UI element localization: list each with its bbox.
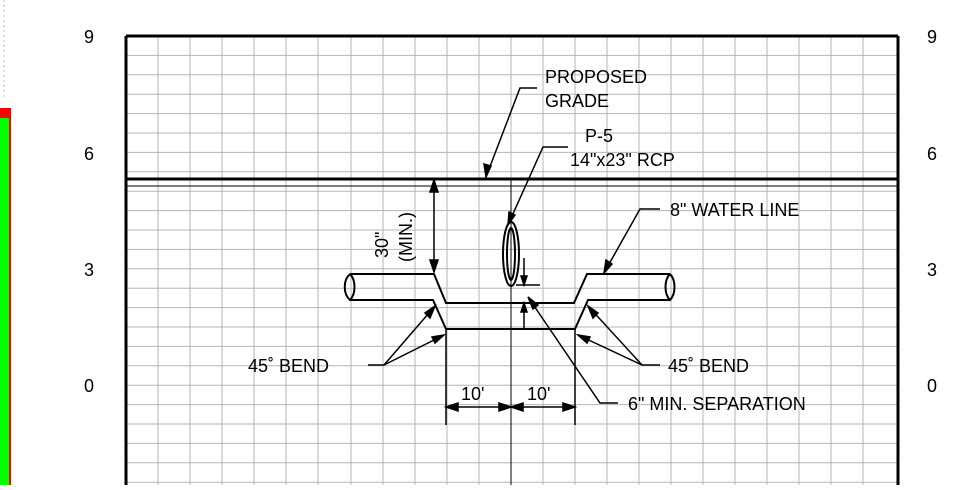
leader-p5 <box>507 146 568 226</box>
vdim-arrow-top <box>428 177 440 193</box>
axis-right: 9 6 3 0 <box>927 27 937 396</box>
label-vertical-dim: 30" <box>372 232 392 258</box>
proposed-grade-line <box>126 177 898 187</box>
label-separation: 6" MIN. SEPARATION <box>628 394 806 414</box>
leader-proposed-arrow <box>483 162 493 180</box>
label-proposed: PROPOSED <box>545 67 647 87</box>
pipe-break-left <box>343 273 356 302</box>
axis-right-label: 6 <box>927 144 937 164</box>
leader-bend-left-arrow-a <box>423 303 437 320</box>
grid <box>125 35 899 485</box>
pipe-top <box>350 273 670 304</box>
axis-right-label: 0 <box>927 376 937 396</box>
axis-left-label: 3 <box>84 260 94 280</box>
pipe-break-right <box>664 273 676 302</box>
leader-bend-right-arrow-b <box>575 333 592 345</box>
vertical-dimension <box>428 177 440 275</box>
leaders <box>368 87 660 404</box>
label-pipe-size: 14"x23" RCP <box>570 150 675 170</box>
label-dim-right: 10' <box>527 384 550 404</box>
label-grade: GRADE <box>545 91 609 111</box>
axis-left-label: 6 <box>84 144 94 164</box>
label-pipe-id: P-5 <box>585 126 613 146</box>
axis-right-label: 9 <box>927 27 937 47</box>
axis-left-label: 9 <box>84 27 94 47</box>
frame <box>124 34 900 485</box>
label-vertical-dim-min: (MIN.) <box>396 212 416 262</box>
label-water-line: 8" WATER LINE <box>670 200 799 220</box>
leader-bend-right-arrow-a <box>586 303 600 320</box>
leader-p5-arrow <box>507 210 517 228</box>
hdim-arrow-3 <box>508 401 524 413</box>
annotations: PROPOSED GRADE P-5 14"x23" RCP 8" WATER … <box>248 67 806 414</box>
vdim-arrow-bottom <box>428 259 440 275</box>
axis-right-label: 3 <box>927 260 937 280</box>
label-dim-left: 10' <box>461 384 484 404</box>
leader-water-arrow <box>602 258 614 276</box>
hdim-arrow-2 <box>498 401 514 413</box>
sep-arrow-down <box>519 275 529 288</box>
leader-separation-arrow <box>527 296 540 311</box>
pipe-bottom <box>350 299 670 330</box>
axis-left: 9 6 3 0 <box>84 27 94 396</box>
leader-water-line <box>603 208 660 274</box>
axis-left-label: 0 <box>84 376 94 396</box>
leader-bend-left-arrow-b <box>430 333 447 345</box>
sep-arrow-up <box>519 300 529 313</box>
hdim-arrow-4 <box>562 401 578 413</box>
label-bend-left: 45˚ BEND <box>248 356 329 376</box>
horizontal-dimensions <box>443 330 578 425</box>
separation-dimension <box>516 258 540 330</box>
green-strip <box>0 118 9 485</box>
water-line-pipe <box>343 273 676 330</box>
leader-separation <box>527 296 618 404</box>
leader-proposed-grade <box>485 87 537 178</box>
left-edge-strip <box>0 0 11 485</box>
hdim-arrow-1 <box>443 401 459 413</box>
label-bend-right: 45˚ BEND <box>668 356 749 376</box>
